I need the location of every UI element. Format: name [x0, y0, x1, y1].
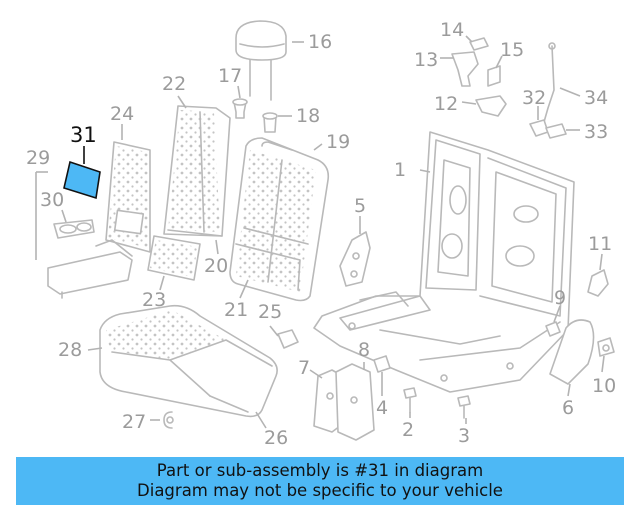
side-shield-part-6 — [549, 319, 595, 385]
callout-27: 27 — [122, 411, 146, 433]
callout-12: 12 — [434, 93, 458, 115]
callout-3: 3 — [458, 425, 470, 447]
seat-parts-diagram: 1 2 3 4 5 6 7 8 9 10 11 12 13 14 15 16 1… — [26, 19, 616, 449]
callout-19: 19 — [326, 131, 350, 153]
bolt-part-2 — [403, 387, 417, 413]
cap-part-10 — [597, 337, 615, 357]
seatback-pad-part-22 — [163, 105, 231, 237]
callout-2: 2 — [402, 419, 414, 441]
callout-4: 4 — [376, 397, 388, 419]
striker-part-12 — [475, 95, 507, 117]
part-info-banner: Part or sub-assembly is #31 in diagram D… — [16, 457, 624, 505]
callout-16: 16 — [308, 31, 332, 53]
callout-32: 32 — [522, 87, 546, 109]
callout-30: 30 — [40, 189, 64, 211]
callout-10: 10 — [592, 375, 616, 397]
knob-part-11 — [587, 269, 609, 297]
seatback-panel-part-24 — [105, 141, 151, 253]
callout-numbers: 1 2 3 4 5 6 7 8 9 10 11 12 13 14 15 16 1… — [26, 19, 616, 449]
callout-7: 7 — [298, 357, 310, 379]
armrest-part-29 — [47, 239, 133, 299]
callout-17: 17 — [218, 65, 242, 87]
clip-part-27 — [163, 411, 174, 429]
callout-29: 29 — [26, 147, 50, 169]
banner-line-2: Diagram may not be specific to your vehi… — [137, 481, 503, 500]
callout-23: 23 — [142, 289, 166, 311]
callout-11: 11 — [588, 233, 612, 255]
callout-28: 28 — [58, 339, 82, 361]
seatback-cover-part-19 — [229, 137, 330, 302]
bracket-part-4 — [373, 355, 391, 373]
callout-20: 20 — [204, 255, 228, 277]
highlighted-part-31 — [63, 160, 101, 200]
callout-22: 22 — [162, 73, 186, 95]
side-pad-part-23 — [147, 235, 201, 281]
callout-5: 5 — [354, 195, 366, 217]
callout-14: 14 — [440, 19, 464, 41]
bracket-part-25 — [277, 329, 299, 349]
cover-part-15 — [487, 65, 501, 87]
callout-6: 6 — [562, 397, 574, 419]
callout-33: 33 — [584, 121, 608, 143]
hinge-part-5 — [339, 231, 371, 287]
headrest-guide-part-17 — [232, 98, 248, 119]
callout-9: 9 — [554, 287, 566, 309]
callout-34: 34 — [584, 87, 608, 109]
headrest-guide-part-18 — [262, 112, 278, 133]
latch-part-13 — [451, 51, 479, 87]
bolt-part-3 — [457, 395, 471, 419]
callout-8: 8 — [358, 339, 370, 361]
latch-part-14 — [469, 37, 489, 51]
callout-31: 31 — [70, 123, 97, 147]
callout-1: 1 — [394, 159, 406, 181]
bezel-part-33 — [545, 123, 567, 139]
callout-18: 18 — [296, 105, 320, 127]
seat-cushion-part-28 — [99, 304, 278, 418]
callout-24: 24 — [110, 103, 134, 125]
headrest-part — [235, 20, 287, 101]
leader-lines — [35, 35, 605, 429]
callout-21: 21 — [224, 299, 248, 321]
cup-holder-part-30 — [53, 219, 95, 239]
callout-13: 13 — [414, 49, 438, 71]
seatback-lower-part-21 — [235, 243, 301, 291]
callout-25: 25 — [258, 301, 282, 323]
banner-line-1: Part or sub-assembly is #31 in diagram — [156, 461, 484, 480]
callout-26: 26 — [264, 427, 288, 449]
seat-frame-part-1 — [313, 131, 575, 393]
callout-15: 15 — [500, 39, 524, 61]
cover-part-8 — [335, 363, 375, 441]
cap-part-9 — [545, 321, 561, 337]
cable-part-34 — [543, 42, 556, 123]
